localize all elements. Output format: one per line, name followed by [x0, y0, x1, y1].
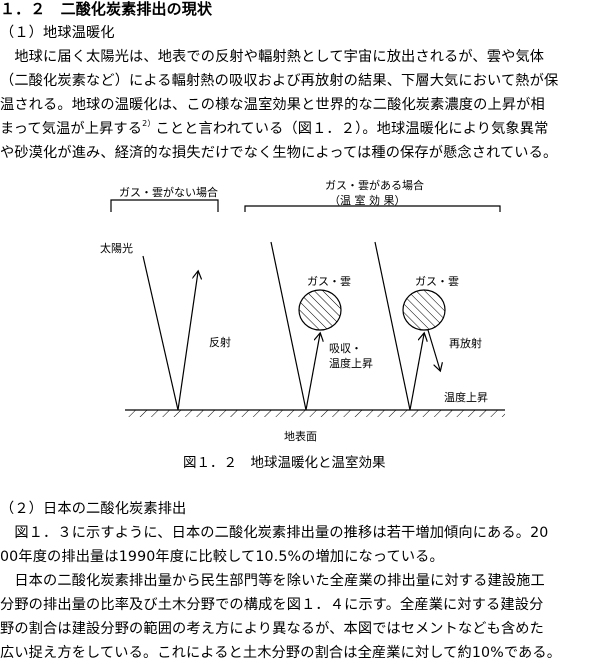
paragraph-line: 分野の排出量の比率及び土木分野での構成を図１．４に示す。全産業に対する建設分	[0, 597, 544, 613]
absorb-ray	[305, 334, 320, 411]
paragraph-line: 温される。地球の温暖化は、この様な温室効果と世界的な二酸化炭素濃度の上昇が相	[0, 97, 545, 113]
figure-caption: 図１．２ 地球温暖化と温室効果	[183, 454, 386, 471]
paragraph-text: まって気温が上昇する	[0, 121, 143, 137]
paragraph-line: 日本の二酸化炭素排出量から民生部門等を除いた全産業の排出量に対する建設施工	[0, 573, 545, 589]
ground-label: 地表面	[284, 429, 317, 443]
subsection-title-global-warming: （１）地球温暖化	[0, 25, 115, 41]
paragraph-line: 00年度の排出量は1990年度に比較して10.5%の増加になっている。	[0, 549, 444, 565]
paragraph-text: ことと言われている（図１．２）。地球温暖化により気象異常	[155, 121, 549, 137]
absorption-label-1: 吸収・	[329, 342, 362, 355]
subsection-title-japan-co2: （２）日本の二酸化炭素排出	[0, 501, 187, 517]
bracket-no-cloud	[110, 199, 219, 212]
paragraph-line: 広い捉え方をしている。これによると土木分野の割合は全産業に対して約10%である。	[0, 645, 562, 661]
gas-cloud-label-2: ガス・雲	[415, 275, 459, 288]
label-no-cloud: ガス・雲がない場合	[119, 185, 218, 199]
gas-cloud-label-1: ガス・雲	[307, 275, 351, 288]
paragraph-line: 地球に届く太陽光は、地表での反射や輻射熱として宇宙に放出されるが、雲や気体	[0, 49, 545, 65]
reradiation-ray	[427, 329, 440, 370]
paragraph-line: まって気温が上昇する2）ことと言われている（図１．２）。地球温暖化により気象異常	[0, 120, 548, 138]
sunlight-ray-3	[374, 241, 411, 411]
reflection-label: 反射	[209, 335, 231, 349]
label-with-cloud: ガス・雲がある場合	[325, 178, 424, 192]
gas-cloud-1	[298, 289, 342, 331]
paragraph-line: 図１．３に示すように、日本の二酸化炭素排出量の推移は若干増加傾向にある。20	[0, 525, 549, 541]
gas-cloud-2	[402, 289, 446, 331]
bracket-with-cloud	[244, 205, 501, 212]
greenhouse-effect-figure: ガス・雲がない場合 ガス・雲がある場合 （温 室 効 果） 地表面 太陽光 反射…	[100, 178, 505, 471]
paragraph-line: 野の割合は建設分野の範囲の考え方により異なるが、本図ではセメントなども含めた	[0, 621, 544, 637]
rise-ray	[409, 334, 424, 411]
sunlight-ray-2	[270, 241, 307, 411]
sunlight-label: 太陽光	[100, 241, 133, 255]
sunlight-ray	[142, 255, 179, 411]
reradiation-label: 再放射	[449, 336, 482, 350]
footnote-mark: 2）	[142, 119, 156, 128]
section-heading: １．２ 二酸化炭素排出の現状	[0, 0, 213, 18]
temp-rise-label: 温度上昇	[444, 390, 488, 404]
paragraph-line: （二酸化炭素など）による輻射熱の吸収および再放射の結果、下層大気において熱が保	[0, 73, 559, 89]
reflection-ray	[177, 272, 198, 411]
ground-hatch	[125, 410, 505, 417]
absorption-label-2: 温度上昇	[329, 356, 373, 370]
label-greenhouse: （温 室 効 果）	[329, 193, 406, 207]
paragraph-line: や砂漠化が進み、経済的な損失だけでなく生物によっては種の保存が懸念されている。	[0, 145, 558, 161]
